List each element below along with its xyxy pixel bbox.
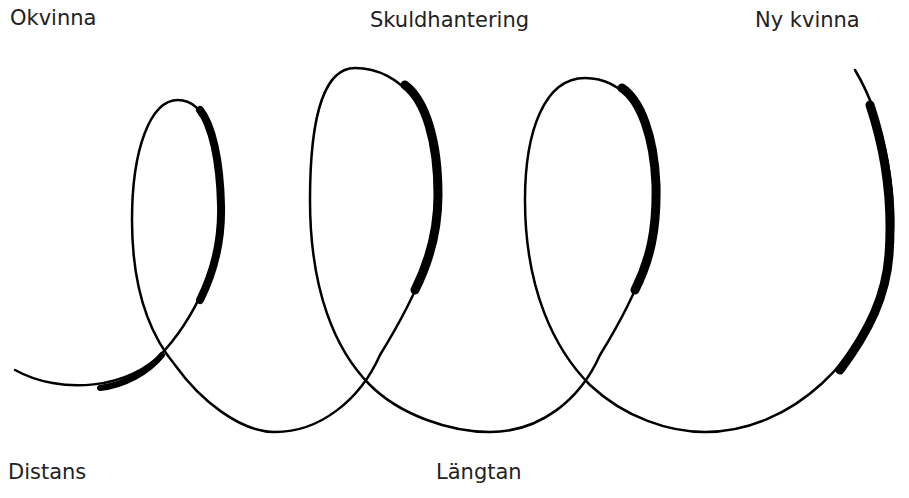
stage-label: Okvinna <box>10 6 96 31</box>
spiral-thick-stroke <box>100 355 162 388</box>
spiral-thick-stroke <box>622 88 656 290</box>
spiral-thick-stroke <box>405 85 438 290</box>
spiral-thick-stroke <box>840 105 890 370</box>
stage-label: Skuldhantering <box>370 8 529 33</box>
spiral-line <box>15 68 893 432</box>
stage-label: Längtan <box>436 460 522 485</box>
stage-label: Ny kvinna <box>755 8 860 33</box>
stage-label: Distans <box>8 460 86 485</box>
spiral-thick-stroke <box>200 110 221 300</box>
